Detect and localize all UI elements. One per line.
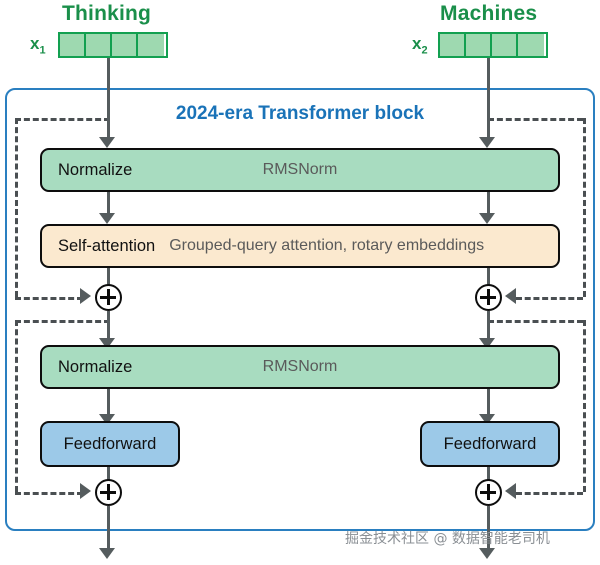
flow-line-norm1-attn-left xyxy=(107,192,110,218)
transformer-block-border xyxy=(5,88,595,531)
stage-normalize-2-subtitle: RMSNorm xyxy=(262,358,338,375)
residual-add-1-right[interactable] xyxy=(475,284,502,311)
flow-arrow-norm1-attn-right xyxy=(479,213,495,224)
flow-arrow-out-left xyxy=(99,548,115,559)
token-cell xyxy=(138,34,164,56)
input-word-label-1: Thinking xyxy=(62,2,152,25)
flow-arrow-norm1-attn-left xyxy=(99,213,115,224)
stage-self-attention-title: Self-attention xyxy=(58,236,156,255)
residual-1-right-vertical xyxy=(583,118,586,297)
stage-normalize-1-subtitle: RMSNorm xyxy=(262,161,338,178)
input-symbol-2: x2 xyxy=(412,34,428,56)
stage-feedforward-right-title: Feedforward xyxy=(443,434,537,453)
token-cell xyxy=(466,34,492,56)
stage-self-attention-subtitle: Grouped-query attention, rotary embeddin… xyxy=(169,237,485,254)
flow-line-add1-norm2-left xyxy=(107,311,110,345)
flow-line-attn-add-right xyxy=(487,268,490,286)
residual-1-left-arrowhead xyxy=(80,288,91,304)
residual-2-right-vertical xyxy=(583,320,586,492)
stage-feedforward-left[interactable]: Feedforward xyxy=(40,421,180,467)
token-cell xyxy=(518,34,544,56)
stage-feedforward-left-title: Feedforward xyxy=(63,434,157,453)
flow-line-out-right xyxy=(487,506,490,551)
flow-line-ff-add-left xyxy=(107,467,110,482)
flow-arrow-add1-norm2-right xyxy=(479,338,495,349)
stage-self-attention[interactable]: Self-attention Grouped-query attention, … xyxy=(40,224,560,268)
flow-line-in-1 xyxy=(107,58,110,140)
stage-feedforward-right[interactable]: Feedforward xyxy=(420,421,560,467)
input-symbol-2-sub: 2 xyxy=(421,44,428,57)
residual-add-1-left[interactable] xyxy=(95,284,122,311)
token-cell xyxy=(60,34,86,56)
token-cell xyxy=(492,34,518,56)
flow-arrow-out-right xyxy=(479,548,495,559)
flow-arrow-in-1 xyxy=(99,137,115,148)
residual-1-right-top xyxy=(488,118,583,121)
input-vector-2 xyxy=(438,32,548,58)
flow-line-add1-norm2-right xyxy=(487,311,490,345)
stage-normalize-2[interactable]: Normalize RMSNorm xyxy=(40,345,560,389)
residual-1-right-arrowhead xyxy=(505,288,516,304)
residual-2-right-arrowhead xyxy=(505,483,516,499)
residual-1-left-vertical xyxy=(15,118,18,297)
residual-2-right-top xyxy=(488,320,583,323)
residual-2-left-bottom xyxy=(15,492,83,495)
stage-normalize-1[interactable]: Normalize RMSNorm xyxy=(40,148,560,192)
input-vector-1 xyxy=(58,32,168,58)
flow-arrow-norm2-ff-left xyxy=(99,414,115,425)
token-cell xyxy=(440,34,466,56)
watermark-text: 掘金技术社区 @ 数据智能老司机 xyxy=(345,531,550,547)
flow-line-norm2-ff-left xyxy=(107,389,110,421)
residual-1-left-bottom xyxy=(15,297,83,300)
input-symbol-1-sub: 1 xyxy=(39,44,46,57)
token-cell xyxy=(112,34,138,56)
flow-line-norm2-ff-right xyxy=(487,389,490,421)
token-cell xyxy=(86,34,112,56)
stage-normalize-2-title: Normalize xyxy=(58,357,133,376)
residual-1-right-bottom xyxy=(516,297,583,300)
residual-2-left-top xyxy=(15,320,110,323)
flow-arrow-add1-norm2-left xyxy=(99,338,115,349)
residual-2-right-bottom xyxy=(516,492,583,495)
flow-line-attn-add-left xyxy=(107,268,110,286)
flow-line-in-2 xyxy=(487,58,490,140)
flow-line-out-left xyxy=(107,506,110,551)
input-symbol-1-base: x xyxy=(30,34,40,53)
flow-arrow-norm2-ff-right xyxy=(479,414,495,425)
input-word-label-2: Machines xyxy=(440,2,538,25)
input-symbol-2-base: x xyxy=(412,34,422,53)
residual-2-left-arrowhead xyxy=(80,483,91,499)
residual-add-2-left[interactable] xyxy=(95,479,122,506)
input-symbol-1: x1 xyxy=(30,34,46,56)
residual-2-left-vertical xyxy=(15,320,18,492)
flow-line-ff-add-right xyxy=(487,467,490,482)
residual-add-2-right[interactable] xyxy=(475,479,502,506)
flow-arrow-in-2 xyxy=(479,137,495,148)
flow-line-norm1-attn-right xyxy=(487,192,490,218)
stage-normalize-1-title: Normalize xyxy=(58,160,133,179)
page-title: 2024-era Transformer block xyxy=(175,103,425,124)
residual-1-left-top xyxy=(15,118,110,121)
